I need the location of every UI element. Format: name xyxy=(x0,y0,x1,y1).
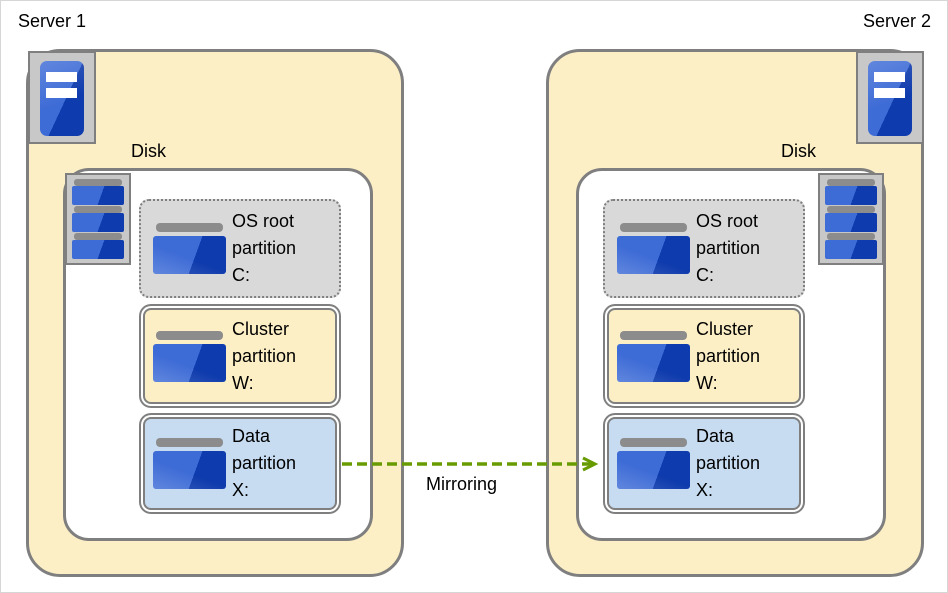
server-icon xyxy=(868,61,912,136)
partition-icon xyxy=(153,223,226,274)
partition-label: OS root partition C: xyxy=(232,211,297,285)
platter-bar-icon xyxy=(827,179,875,186)
server1-server-icon-plate xyxy=(28,51,96,144)
server1-title: Server 1 xyxy=(18,11,87,31)
server1-disk-label: Disk xyxy=(131,141,166,161)
mirroring-arrow xyxy=(342,456,599,472)
server2-disk-label: Disk xyxy=(781,141,816,161)
platter-bar-icon xyxy=(827,205,875,213)
mirroring-label: Mirroring xyxy=(426,474,498,494)
server-bay-icon xyxy=(874,88,905,98)
partition-icon xyxy=(617,330,690,382)
server2-server-icon-plate xyxy=(856,51,924,144)
server-bay-icon xyxy=(46,88,77,98)
server2-data-partition: Data partition X: xyxy=(607,417,801,510)
disk-stack-icon xyxy=(818,173,884,265)
partition-icon xyxy=(617,438,690,489)
server-bay-icon xyxy=(46,72,77,82)
partition-icon xyxy=(153,438,226,489)
partition-label: Cluster partition W: xyxy=(696,318,761,393)
server1-data-partition: Data partition X: xyxy=(143,417,337,510)
platter-bar-icon xyxy=(74,205,122,213)
partition-label: OS root partition C: xyxy=(696,211,761,285)
platter-bar-icon xyxy=(827,232,875,240)
disk-bar-icon xyxy=(72,239,124,259)
server1-cluster-partition: Cluster partition W: xyxy=(143,308,337,404)
partition-label: Cluster partition W: xyxy=(232,318,297,393)
disk-bar-icon xyxy=(72,186,124,206)
disk-bar-icon xyxy=(825,186,877,206)
platter-bar-icon xyxy=(74,179,122,186)
server1-os-root-partition: OS root partition C: xyxy=(139,199,341,298)
disk-bar-icon xyxy=(825,239,877,259)
server2-cluster-partition: Cluster partition W: xyxy=(607,308,801,404)
server-bay-icon xyxy=(874,72,905,82)
disk-bar-icon xyxy=(72,213,124,233)
server2-title: Server 2 xyxy=(862,11,931,31)
server-icon xyxy=(40,61,84,136)
partition-label: Data partition X: xyxy=(232,426,297,500)
partition-icon xyxy=(153,330,226,382)
disk-bar-icon xyxy=(825,213,877,233)
disk-stack-icon xyxy=(65,173,131,265)
partition-label: Data partition X: xyxy=(696,426,761,500)
server2-os-root-partition: OS root partition C: xyxy=(603,199,805,298)
partition-icon xyxy=(617,223,690,274)
platter-bar-icon xyxy=(74,232,122,240)
